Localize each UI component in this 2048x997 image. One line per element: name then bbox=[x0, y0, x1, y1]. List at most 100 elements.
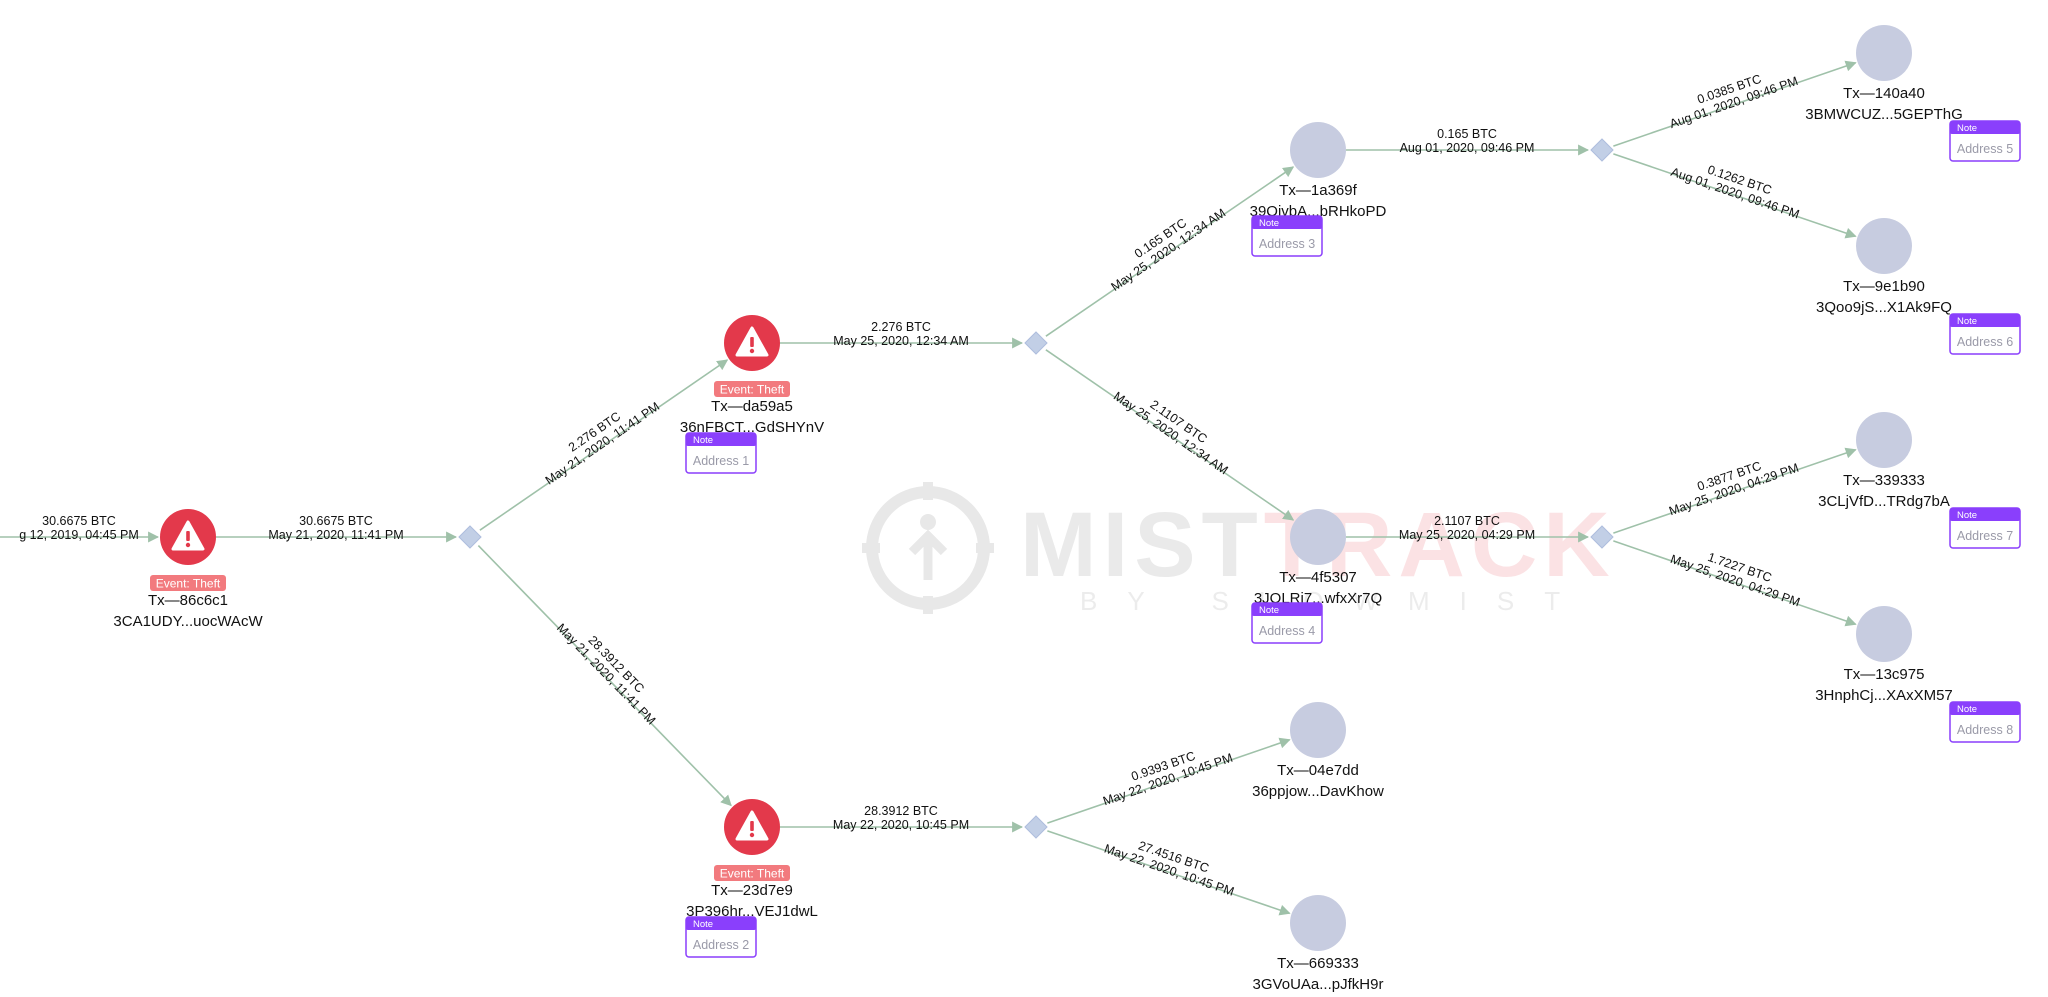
address-node-circle[interactable] bbox=[1856, 412, 1912, 468]
node-address[interactable]: 3GVoUAa...pJfkH9r bbox=[1253, 976, 1384, 993]
node-n2[interactable]: Event: TheftTx—da59a536nFBCT...GdSHYnVNo… bbox=[680, 315, 824, 474]
hub-diamond-icon[interactable] bbox=[1590, 525, 1614, 549]
hub-diamond-icon[interactable] bbox=[1024, 815, 1048, 839]
address-node-circle[interactable] bbox=[1290, 702, 1346, 758]
node-title: Tx—23d7e9 bbox=[711, 882, 793, 899]
address-node-circle[interactable] bbox=[1856, 606, 1912, 662]
node-address[interactable]: 3P396hr...VEJ1dwL bbox=[686, 903, 818, 920]
edge-time: May 25, 2020, 12:34 AM bbox=[1109, 206, 1229, 294]
hub-diamond-icon[interactable] bbox=[1590, 138, 1614, 162]
node-address[interactable]: 36nFBCT...GdSHYnV bbox=[680, 419, 824, 436]
note-text[interactable]: Address 7 bbox=[1957, 529, 2013, 543]
node-title: Tx—1a369f bbox=[1279, 182, 1357, 199]
edge-line[interactable] bbox=[479, 359, 729, 531]
edge-time: Aug 01, 2020, 09:46 PM bbox=[1400, 141, 1535, 155]
edge-line[interactable] bbox=[1613, 540, 1857, 627]
edge-line[interactable] bbox=[1047, 830, 1291, 916]
event-badge: Event: Theft bbox=[150, 575, 226, 591]
edge-line[interactable] bbox=[1613, 60, 1857, 147]
edge-amount: 2.1107 BTC bbox=[1434, 514, 1500, 528]
edge-line[interactable] bbox=[477, 545, 732, 807]
edge-time: g 12, 2019, 04:45 PM bbox=[19, 528, 139, 542]
note-header: Note bbox=[1259, 218, 1279, 229]
address-node-circle[interactable] bbox=[1290, 122, 1346, 178]
edge-amount: 30.6675 BTC bbox=[42, 514, 116, 528]
address-node-circle[interactable] bbox=[1290, 895, 1346, 951]
node-title: Tx—140a40 bbox=[1843, 85, 1925, 102]
edge-line[interactable] bbox=[1045, 166, 1295, 337]
note-text[interactable]: Address 2 bbox=[693, 938, 749, 952]
node-address[interactable]: 3Qoo9jS...X1Ak9FQ bbox=[1816, 299, 1952, 316]
node-n3[interactable]: Event: TheftTx—23d7e93P396hr...VEJ1dwLNo… bbox=[685, 799, 818, 958]
note-text[interactable]: Address 5 bbox=[1957, 142, 2013, 156]
node-title: Tx—86c6c1 bbox=[148, 592, 228, 609]
edge-amount: 30.6675 BTC bbox=[299, 514, 373, 528]
note-text[interactable]: Address 3 bbox=[1259, 237, 1315, 251]
node-title: Tx—339333 bbox=[1843, 472, 1925, 489]
edge-line[interactable] bbox=[1047, 737, 1291, 824]
note-text[interactable]: Address 1 bbox=[693, 454, 749, 468]
note-header: Note bbox=[1957, 123, 1977, 134]
note-text[interactable]: Address 6 bbox=[1957, 335, 2013, 349]
note-header: Note bbox=[1957, 316, 1977, 327]
node-address[interactable]: 3CLjVfD...TRdg7bA bbox=[1818, 493, 1950, 510]
edge-line[interactable] bbox=[1613, 447, 1857, 534]
note-header: Note bbox=[693, 435, 713, 446]
note-text[interactable]: Address 4 bbox=[1259, 624, 1315, 638]
note-text[interactable]: Address 8 bbox=[1957, 723, 2013, 737]
edge-line[interactable] bbox=[1045, 349, 1295, 521]
node-address[interactable]: 3HnphCj...XAxXM57 bbox=[1815, 687, 1953, 704]
node-address[interactable]: 3BMWCUZ...5GEPThG bbox=[1805, 106, 1963, 123]
event-badge-text: Event: Theft bbox=[156, 577, 221, 591]
edge-line[interactable] bbox=[1613, 153, 1857, 239]
hub-diamond-icon[interactable] bbox=[458, 525, 482, 549]
address-node-circle[interactable] bbox=[1290, 509, 1346, 565]
hub-diamond-icon[interactable] bbox=[1024, 331, 1048, 355]
address-node-circle[interactable] bbox=[1856, 218, 1912, 274]
node-address[interactable]: 36ppjow...DavKhow bbox=[1252, 783, 1384, 800]
node-title: Tx—13c975 bbox=[1844, 666, 1925, 683]
address-node-circle[interactable] bbox=[1856, 25, 1912, 81]
node-address[interactable]: 3CA1UDY...uocWAcW bbox=[113, 613, 263, 630]
